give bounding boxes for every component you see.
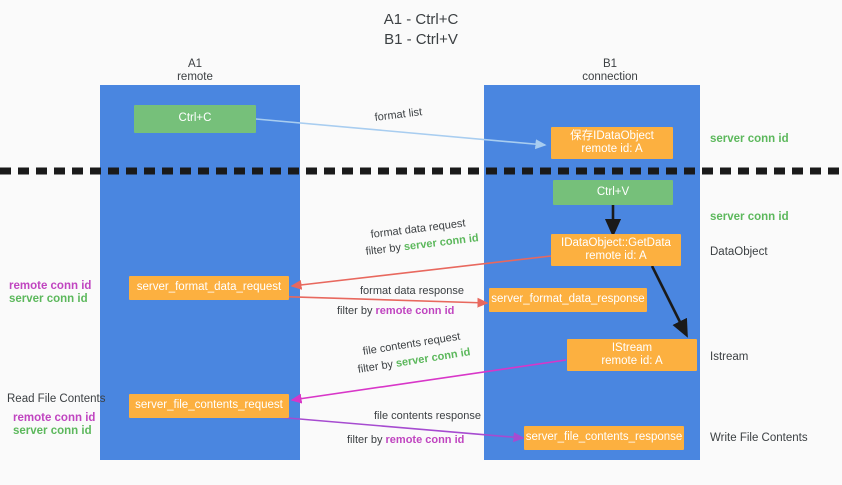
node-getdata-line2: remote id: A — [585, 250, 647, 262]
lane-header-b1-name: B1 — [602, 58, 618, 70]
node-save-idataobject-line1: 保存IDataObject — [570, 129, 654, 142]
node-getdata[interactable]: IDataObject::GetData remote id: A — [551, 234, 681, 266]
filter-prefix: filter by — [337, 305, 376, 317]
filter-value-remote-conn-id: remote conn id — [385, 434, 465, 446]
filter-prefix: filter by — [365, 241, 405, 258]
edge-label-format-data-response: format data response — [360, 285, 464, 297]
node-server-format-data-response[interactable]: server_format_data_response — [489, 288, 647, 312]
filter-prefix: filter by — [357, 357, 397, 376]
node-server-file-contents-request-label: server_file_contents_request — [135, 399, 283, 412]
lane-header-a1: A1 remote — [130, 58, 260, 84]
node-server-format-data-request[interactable]: server_format_data_request — [129, 276, 289, 300]
side-label-read-file-contents: Read File Contents — [7, 393, 106, 405]
title-line-2: B1 - Ctrl+V — [384, 31, 458, 48]
node-ctrl-c[interactable]: Ctrl+C — [134, 105, 256, 133]
node-istream[interactable]: IStream remote id: A — [567, 339, 697, 371]
side-label-server-conn-id-lower: server conn id — [13, 425, 92, 437]
side-label-istream: Istream — [710, 351, 749, 363]
node-getdata-line1: IDataObject::GetData — [561, 236, 671, 249]
filter-prefix: filter by — [347, 434, 386, 446]
side-label-dataobject: DataObject — [710, 246, 768, 258]
node-ctrl-v[interactable]: Ctrl+V — [553, 180, 673, 205]
node-ctrl-c-label: Ctrl+C — [178, 112, 212, 125]
node-server-file-contents-request[interactable]: server_file_contents_request — [129, 394, 289, 418]
side-label-server-conn-id-mid: server conn id — [710, 211, 789, 223]
edge-label-file-contents-response-filter: filter by remote conn id — [347, 434, 464, 447]
side-label-write-file-contents: Write File Contents — [710, 432, 808, 444]
node-server-format-data-request-label: server_format_data_request — [136, 281, 282, 294]
side-label-remote-conn-id-lower: remote conn id — [13, 412, 96, 424]
edge-label-file-contents-response: file contents response — [374, 410, 482, 422]
side-label-server-conn-id-upper: server conn id — [9, 293, 88, 305]
node-ctrl-v-label: Ctrl+V — [596, 185, 630, 198]
node-server-file-contents-response[interactable]: server_file_contents_response — [524, 426, 684, 450]
node-save-idataobject[interactable]: 保存IDataObject remote id: A — [551, 127, 673, 159]
lane-header-a1-name: A1 — [187, 58, 203, 70]
filter-value-remote-conn-id: remote conn id — [375, 305, 455, 317]
node-istream-line2: remote id: A — [601, 355, 663, 367]
side-label-server-conn-id-top: server conn id — [710, 133, 789, 145]
lane-header-b1-sub: connection — [582, 71, 638, 83]
node-server-file-contents-response-label: server_file_contents_response — [525, 431, 683, 444]
page-title: A1 - Ctrl+C B1 - Ctrl+V — [0, 10, 842, 50]
lane-header-a1-sub: remote — [177, 71, 213, 83]
node-save-idataobject-line2: remote id: A — [581, 143, 643, 155]
lane-header-b1: B1 connection — [530, 58, 690, 84]
side-label-remote-conn-id-upper: remote conn id — [9, 280, 92, 292]
node-istream-line1: IStream — [611, 341, 653, 354]
title-line-1: A1 - Ctrl+C — [383, 11, 459, 28]
edge-label-format-list: format list — [374, 106, 423, 124]
node-server-format-data-response-label: server_format_data_response — [491, 293, 645, 306]
edge-label-format-data-response-filter: filter by remote conn id — [337, 305, 454, 318]
